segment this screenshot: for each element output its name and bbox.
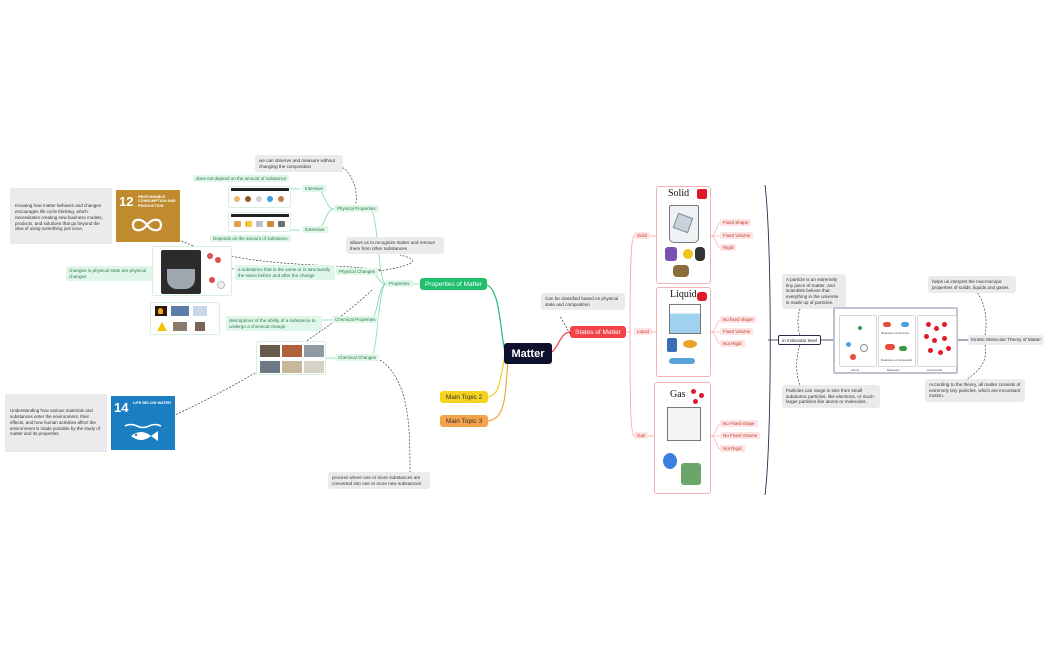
main-topic-states-of-matter[interactable]: States of Matter: [570, 326, 626, 338]
sdg12-card: Knowing how matter behaves and changes e…: [10, 188, 182, 244]
physical-changes-image: [152, 246, 232, 296]
atoms-cell: [839, 315, 877, 367]
classified-note[interactable]: Can be classified based on physical stat…: [541, 293, 625, 311]
liquid-prop-fixed-volume[interactable]: Fixed Volume: [720, 328, 754, 335]
extensive-properties-image: [228, 212, 291, 232]
subtopic-extensive[interactable]: Extensive: [302, 226, 328, 233]
molecules-label: Molecules: [887, 368, 900, 372]
intensive-properties-image: [228, 186, 291, 208]
main-topic-2[interactable]: Main Topic 2: [440, 391, 488, 403]
helps-interpret-note[interactable]: helps us interpret the macroscopic prope…: [928, 276, 1016, 294]
sdg12-tile: 12 RESPONSIBLE CONSUMPTION AND PRODUCTIO…: [116, 190, 180, 242]
subtopic-gas[interactable]: Gas: [634, 432, 649, 439]
observe-measure-note[interactable]: we can observe and measure without chang…: [255, 155, 343, 173]
subtopic-solid[interactable]: Solid: [634, 232, 651, 239]
sdg12-title: RESPONSIBLE CONSUMPTION AND PRODUCTION: [138, 195, 176, 208]
solid-jar: [669, 205, 699, 243]
atoms-label: Atoms: [851, 368, 859, 372]
physical-change-description[interactable]: a substance that is the same or is struc…: [235, 265, 335, 281]
liquid-red-icon: [697, 292, 707, 301]
molecules-of-compounds-label: Molecules of compounds: [881, 358, 912, 362]
gas-prop-not-rigid[interactable]: Not Rigid: [720, 445, 745, 452]
sdg14-description: Understanding how various materials and …: [5, 394, 107, 452]
sdg14-title: LIFE BELOW WATER: [133, 401, 171, 405]
liquid-title: Liquid: [670, 289, 697, 300]
solid-card: Solid: [656, 186, 711, 284]
sdg14-card: Understanding how various materials and …: [5, 394, 177, 452]
liquid-prop-no-fixed-shape[interactable]: No fixed shape: [720, 316, 757, 323]
sdg12-description: Knowing how matter behaves and changes e…: [10, 188, 112, 244]
fish-icon: [124, 423, 162, 441]
physical-state-note[interactable]: changes in physical state are physical c…: [66, 266, 152, 282]
solid-red-icon: [697, 189, 707, 199]
subtopic-chemical-properties[interactable]: Chemical Properties: [332, 316, 379, 323]
subtopic-intensive[interactable]: Intensive: [302, 185, 327, 192]
solid-prop-fixed-shape[interactable]: Fixed Shape: [720, 219, 752, 226]
extensive-description[interactable]: Depends on the amount of substance: [210, 235, 291, 242]
kinetic-theory-label[interactable]: Kinetic Molecular Theory of Matter: [968, 335, 1044, 345]
sdg14-number: 14: [114, 400, 129, 415]
kinetic-theory-note[interactable]: According to the theory, all matter cons…: [925, 379, 1025, 403]
balloon-icon: [663, 453, 677, 469]
main-topic-3[interactable]: Main Topic 3: [440, 415, 488, 427]
solid-prop-fixed-volume[interactable]: Fixed Volume: [720, 232, 754, 239]
main-topic-properties-of-matter[interactable]: Properties of Matter: [420, 278, 487, 290]
subtopic-physical-properties[interactable]: Physical Properties: [334, 205, 379, 212]
gas-prop-no-fixed-volume[interactable]: No Fixed Volume: [720, 432, 761, 439]
gas-beaker: [667, 407, 701, 441]
molecules-of-elements-label: Molecules of elements: [881, 331, 909, 335]
gas-title: Gas: [670, 389, 686, 400]
liquid-beaker: [669, 304, 701, 334]
solid-title: Solid: [668, 188, 690, 199]
subtopic-properties[interactable]: Properties: [386, 280, 413, 287]
gas-prop-no-fixed-shape[interactable]: No Fixed shape: [720, 420, 758, 427]
compounds-label: Compounds: [927, 368, 943, 372]
molecular-level-label[interactable]: in molecular level: [778, 335, 821, 345]
particle-size-note[interactable]: Particles can range in size from small s…: [782, 385, 880, 409]
liquid-card: Liquid: [656, 287, 711, 377]
intensive-description[interactable]: does not depend on the amount of substan…: [193, 175, 290, 182]
molecules-cell: Molecules of elements Molecules of compo…: [878, 315, 916, 367]
solid-prop-rigid[interactable]: Rigid: [720, 244, 737, 251]
chemical-properties-image: [150, 302, 220, 335]
central-topic-matter[interactable]: Matter: [504, 343, 552, 364]
recognize-matter-note[interactable]: allows us to recognize matter and remove…: [346, 237, 444, 255]
chemical-change-process-note[interactable]: process where one or more substances are…: [328, 472, 430, 490]
particles-diagram: Molecules of elements Molecules of compo…: [833, 307, 958, 374]
gas-card: Gas: [654, 382, 711, 494]
chemical-property-description[interactable]: descriptions of the ability of a substan…: [226, 316, 322, 332]
particle-note[interactable]: A particle is an extremely tiny piece of…: [782, 274, 846, 309]
liquid-prop-not-rigid[interactable]: Not Rigid: [720, 340, 745, 347]
compounds-cell: [917, 315, 957, 367]
subtopic-chemical-changes[interactable]: Chemical Changes: [335, 354, 380, 361]
sdg12-number: 12: [119, 194, 134, 209]
sdg14-tile: 14 LIFE BELOW WATER: [111, 396, 175, 450]
subtopic-liquid[interactable]: Liquid: [634, 328, 653, 335]
chemical-changes-image: [256, 341, 326, 375]
subtopic-physical-changes[interactable]: Physical Changes: [336, 268, 379, 275]
infinity-icon: [131, 218, 163, 232]
